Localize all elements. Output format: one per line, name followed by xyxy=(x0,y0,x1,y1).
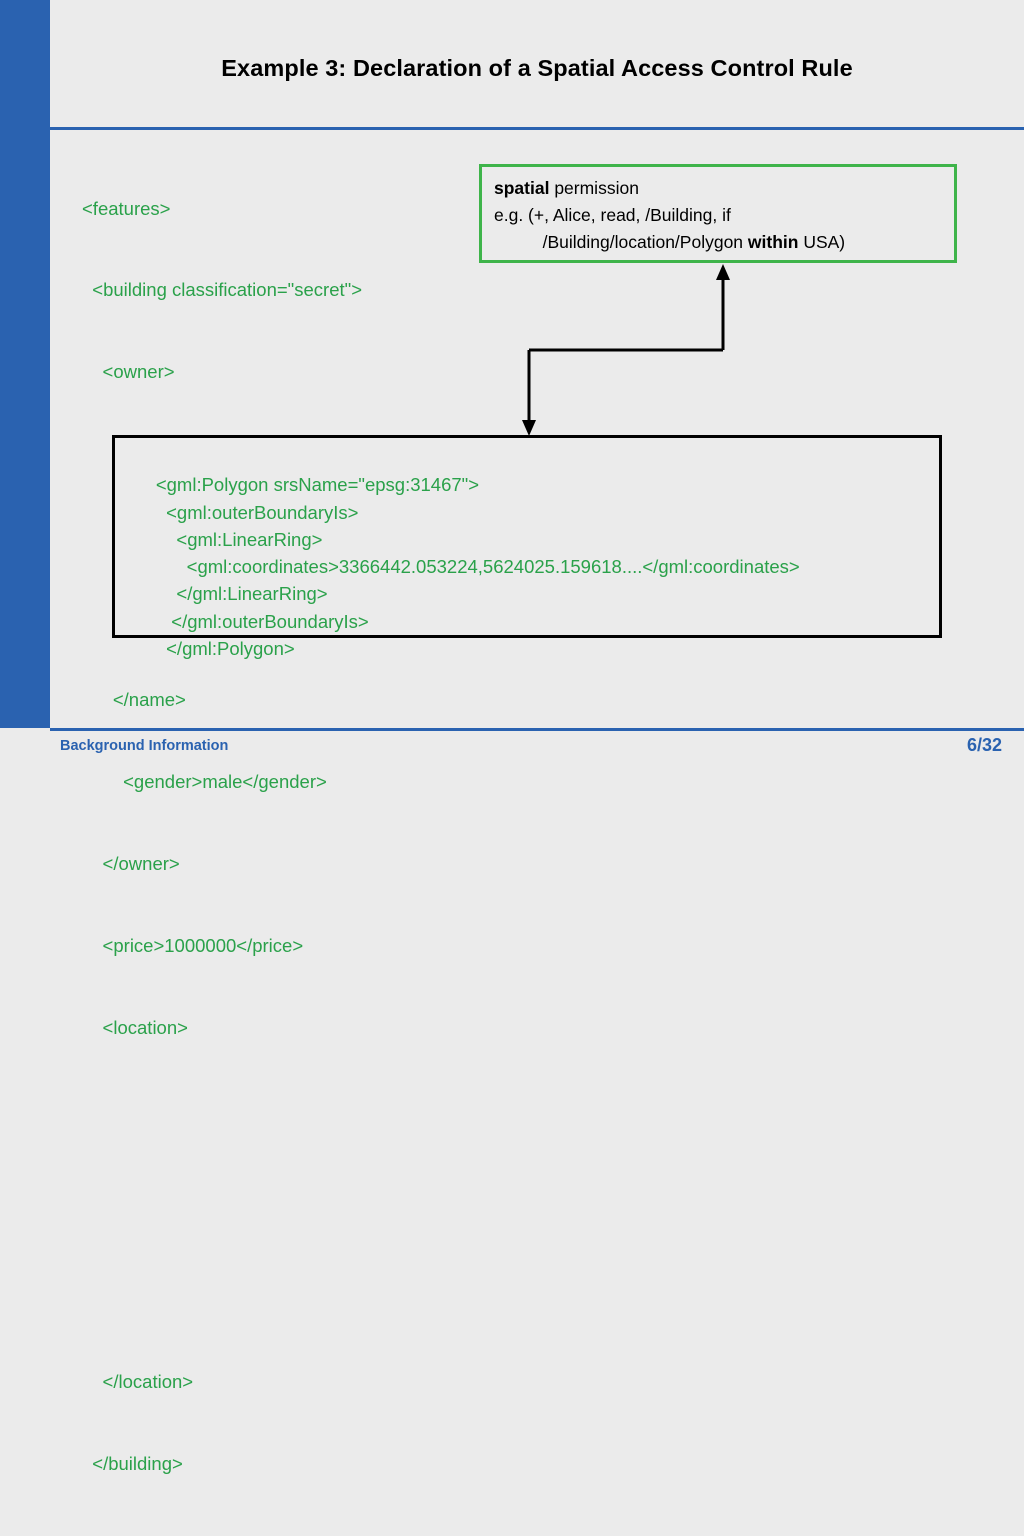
gml-line: <gml:coordinates>3366442.053224,5624025.… xyxy=(155,556,800,578)
code-line: <features> xyxy=(82,197,171,219)
gml-line: </gml:LinearRing> xyxy=(155,583,328,605)
gml-code-block: <gml:Polygon srsName="epsg:31467"> <gml:… xyxy=(125,444,800,690)
gml-line: </gml:outerBoundaryIs> xyxy=(155,610,369,632)
spatial-permission-text: spatial permission e.g. (+, Alice, read,… xyxy=(494,175,845,256)
code-line: </features> xyxy=(82,1532,362,1536)
code-line: <owner> xyxy=(82,361,175,383)
gml-line: </gml:Polygon> xyxy=(155,638,295,660)
permission-line1-rest: permission xyxy=(549,178,639,198)
permission-within-keyword: within xyxy=(747,232,799,252)
code-line: </building> xyxy=(82,1452,183,1474)
code-line: <price>1000000</price> xyxy=(82,934,304,956)
footer-section-label: Background Information xyxy=(60,738,229,754)
gml-line: <gml:Polygon srsName="epsg:31467"> xyxy=(155,474,480,496)
code-line: </name> xyxy=(82,688,186,710)
permission-line3-post: USA) xyxy=(798,232,846,252)
gml-line: <gml:outerBoundaryIs> xyxy=(155,501,359,523)
code-line: <location> xyxy=(82,1016,188,1038)
arrow-head-up xyxy=(716,264,730,280)
page-indicator: 6/32 xyxy=(966,735,1002,755)
spatial-permission-box: spatial permission e.g. (+, Alice, read,… xyxy=(479,164,957,263)
code-line: <building classification="secret"> xyxy=(82,279,362,301)
permission-line3-pre: /Building/location/Polygon xyxy=(494,232,748,252)
code-line: </owner> xyxy=(82,852,180,874)
permission-line2: e.g. (+, Alice, read, /Building, if xyxy=(494,205,731,225)
bottom-strip xyxy=(0,728,1024,768)
title-divider xyxy=(50,127,1024,130)
code-line: <gender>male</gender> xyxy=(82,770,327,792)
footer-divider xyxy=(50,728,1024,731)
gml-line: <gml:LinearRing> xyxy=(155,528,323,550)
gml-polygon-box: <gml:Polygon srsName="epsg:31467"> <gml:… xyxy=(112,435,942,659)
page-title: Example 3: Declaration of a Spatial Acce… xyxy=(221,55,853,81)
code-gap xyxy=(82,1095,362,1313)
permission-keyword: spatial xyxy=(494,178,550,198)
xml-code-block: <features> <building classification="sec… xyxy=(82,140,362,1536)
left-accent-bar xyxy=(0,0,50,728)
arrow-head-down xyxy=(522,420,536,436)
code-line: </location> xyxy=(82,1370,194,1392)
